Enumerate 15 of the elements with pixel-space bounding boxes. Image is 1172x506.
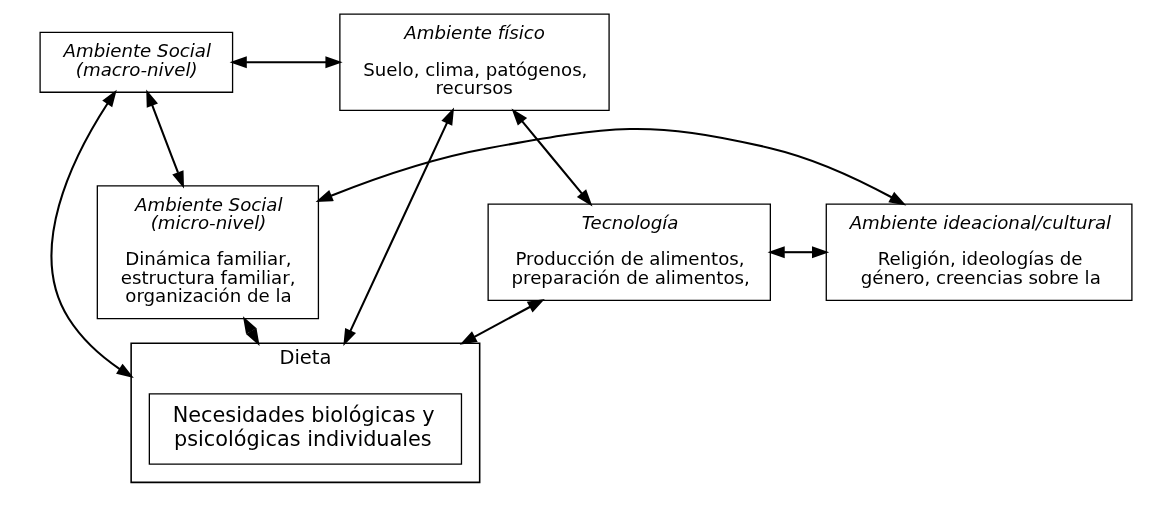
arrow xyxy=(50,89,134,378)
arrow xyxy=(767,245,830,258)
arrow xyxy=(343,107,455,346)
node-box: Ambiente físico Suelo, clima, patógenos, recursos xyxy=(339,13,610,111)
node-box: Ambiente Social (micro-nivel) Dinámica familiar, estructura familiar, organización de la xyxy=(96,184,320,319)
arrow xyxy=(315,127,907,205)
node-box: Tecnología Producción de alimentos, preparación de alimentos, xyxy=(487,202,771,301)
node-box: Ambiente Social (macro-nivel) xyxy=(39,31,234,93)
arrow xyxy=(242,315,260,346)
arrow xyxy=(459,298,545,345)
node-box: Necesidades biológicas y psicológicas individuales xyxy=(148,392,463,465)
arrow xyxy=(229,55,343,68)
arrow xyxy=(146,89,185,188)
arrow xyxy=(511,107,593,206)
node-box: Ambiente ideacional/cultural Religión, ideologías de género, creencias sobre la xyxy=(825,202,1133,301)
